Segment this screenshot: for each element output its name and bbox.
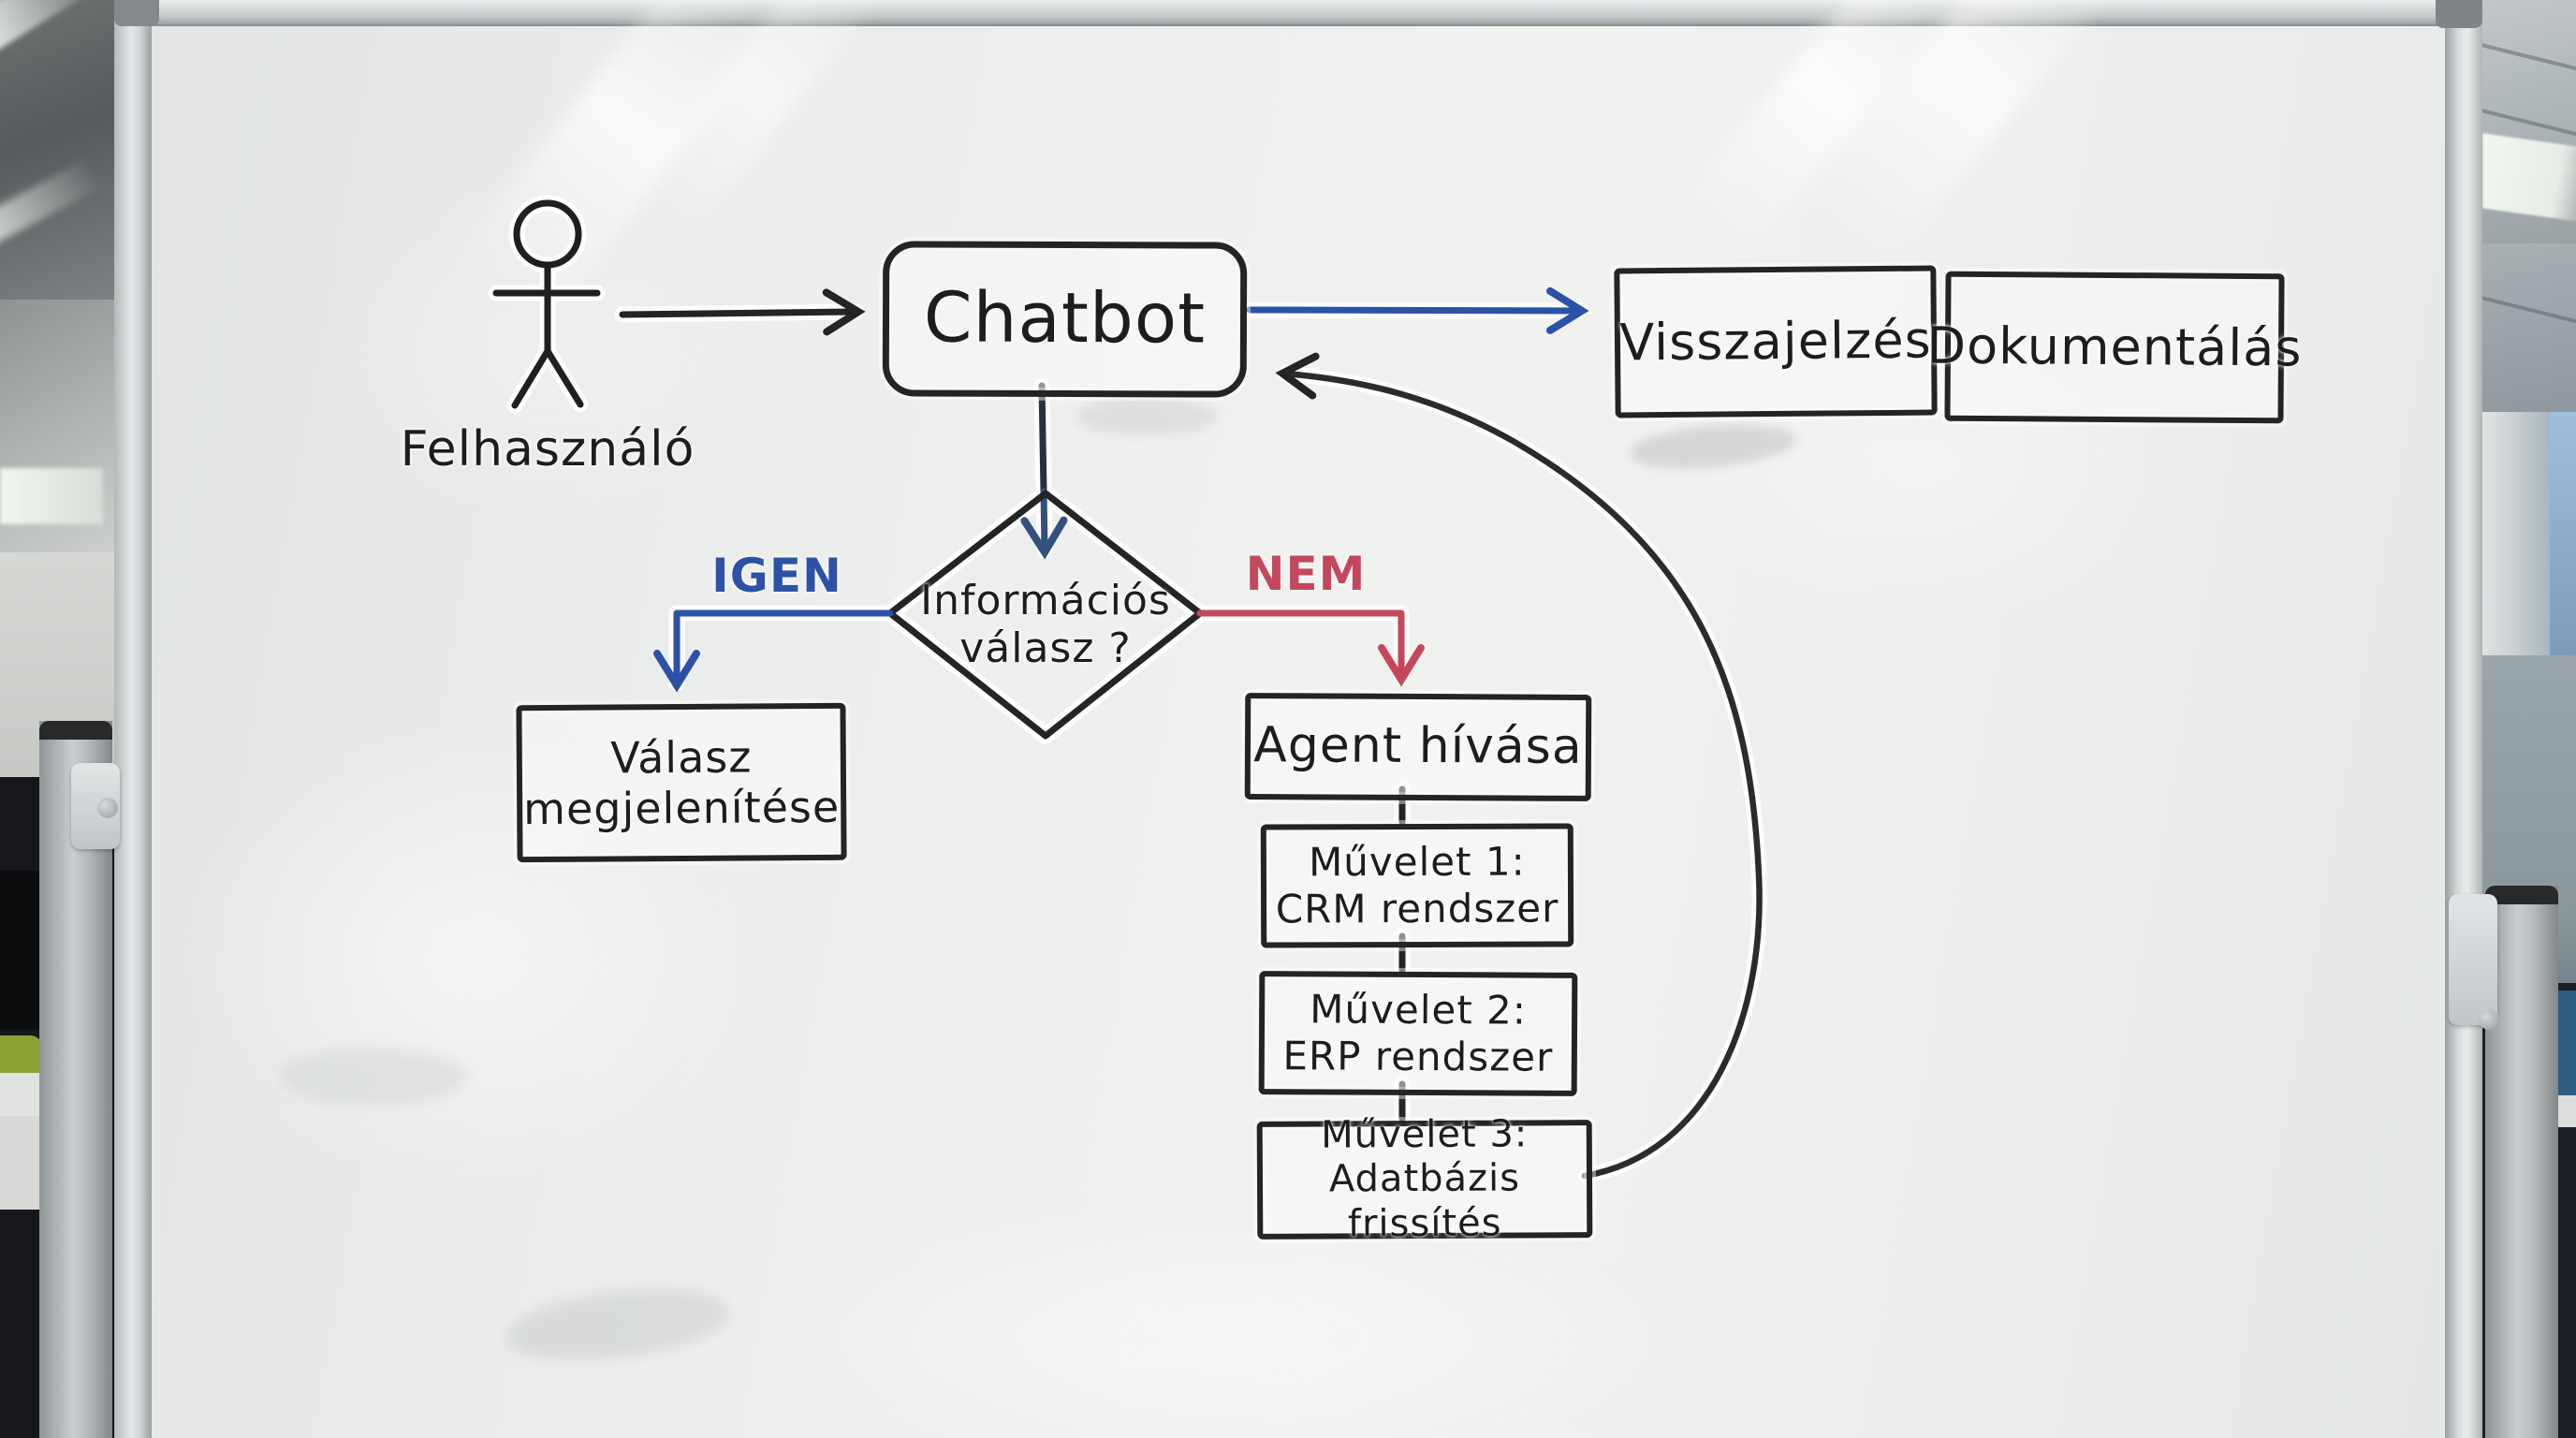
edge-label-nem: NEM: [1245, 547, 1367, 601]
window-sky: [2550, 412, 2576, 655]
node-agent-hivasa: Agent hívása: [1244, 693, 1592, 801]
edge-igen: [677, 613, 890, 683]
node-valasz-line1: Válasz: [610, 731, 753, 784]
node-muvelet2-line2: ERP rendszer: [1282, 1033, 1554, 1080]
node-muvelet1-line2: CRM rendszer: [1275, 885, 1559, 932]
post-cap: [39, 721, 112, 740]
stand-post-right: [2485, 886, 2558, 1438]
background-monitor: [2555, 990, 2576, 1095]
post-clamp: [2449, 894, 2497, 1025]
edge-nem: [1200, 613, 1401, 678]
arrow-chatbot-to-decision-head: [1044, 492, 1045, 550]
fluorescent-light: [0, 468, 103, 524]
node-agent-label: Agent hívása: [1253, 717, 1583, 776]
node-chatbot: Chatbot: [882, 241, 1248, 398]
node-muvelet3-line2: Adatbázis frissítés: [1328, 1156, 1521, 1246]
desk-surface-left: [0, 1116, 45, 1210]
post-cap: [2485, 886, 2558, 904]
node-visszajelzes-label: Visszajelzés: [1619, 310, 1932, 373]
node-chatbot-label: Chatbot: [923, 277, 1207, 360]
background-monitor-silhouette: [0, 871, 43, 1030]
node-muvelet3-line1: Művelet 3:: [1321, 1112, 1529, 1157]
clamp-knob: [97, 798, 118, 818]
node-dokumentalas-label: Dokumentálás: [1926, 315, 2303, 378]
ceiling-right: [2482, 0, 2576, 243]
node-muvelet2-line1: Művelet 2:: [1310, 986, 1528, 1034]
node-valasz-line2: megjelenítése: [522, 781, 841, 835]
whiteboard-frame-left: [114, 0, 152, 1438]
arrow-user-to-chatbot: [622, 312, 856, 315]
node-muvelet3: Művelet 3: Adatbázis frissítés: [1256, 1113, 1593, 1245]
edge-label-igen: IGEN: [711, 549, 842, 603]
node-visszajelzes: Visszajelzés: [1614, 265, 1938, 418]
frame-corner-cap: [2436, 0, 2482, 28]
actor-label: Felhasználó: [400, 421, 695, 477]
whiteboard-frame-right: [2445, 0, 2482, 1438]
paper-stack: [0, 1073, 45, 1116]
frame-corner-cap: [114, 0, 159, 26]
decision-label-line1: Információs: [920, 577, 1171, 624]
arrow-chatbot-to-decision-shaft: [1042, 386, 1044, 492]
node-muvelet1-line1: Művelet 1:: [1308, 839, 1526, 886]
decision-label-line2: válasz ?: [959, 624, 1132, 672]
node-valasz-megjelenitese: Válasz megjelenítése: [516, 702, 847, 863]
node-muvelet2: Művelet 2: ERP rendszer: [1258, 971, 1578, 1096]
ceiling-right-lower: [2474, 243, 2576, 412]
ceiling-left: [0, 0, 114, 300]
clamp-knob: [2479, 1009, 2499, 1030]
node-dokumentalas: Dokumentálás: [1926, 271, 2303, 424]
node-muvelet1: Művelet 1: CRM rendszer: [1260, 823, 1574, 948]
arrow-chatbot-to-visszajelzes: [1250, 310, 1580, 311]
